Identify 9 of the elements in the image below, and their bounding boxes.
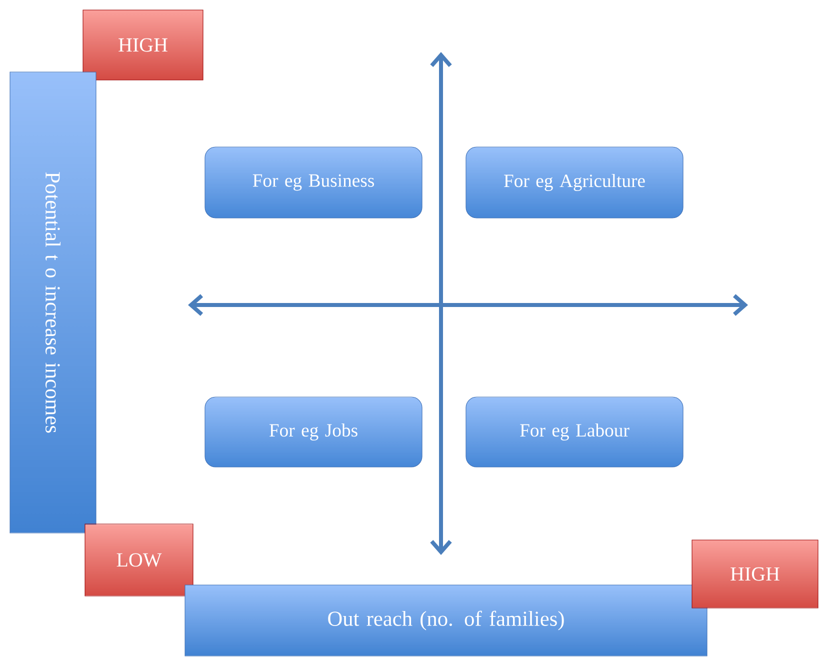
axis-title-bar: Potential t o increase incomes [10,72,96,534]
level-label-box: LOW [84,524,194,596]
example-box: For eg Business [204,146,422,218]
example-box: For eg Labour [466,396,684,468]
axis-title-bar: Out reach (no. of families) [184,584,708,656]
level-label-box: HIGH [692,540,818,608]
example-box: For eg Jobs [204,396,422,468]
example-box: For eg Agriculture [466,146,684,218]
level-label-box: HIGH [82,10,204,80]
